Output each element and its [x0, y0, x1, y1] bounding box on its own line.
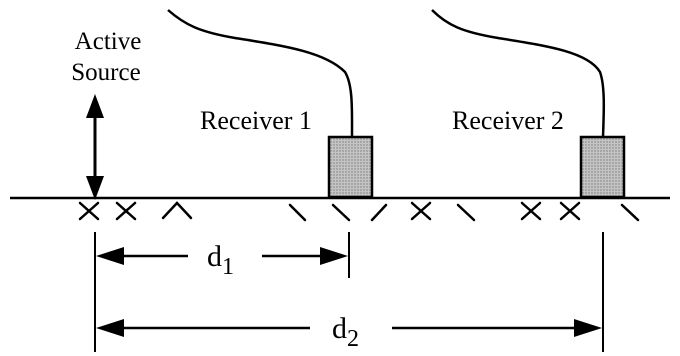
receiver-2-cable: [431, 9, 606, 138]
d1-dimension-arrow: [96, 247, 348, 265]
active-source-label-line2: Source: [71, 59, 140, 86]
d2-dimension-arrow: [96, 319, 602, 337]
receiver-2-label: Receiver 2: [452, 106, 564, 135]
source-double-arrow: [86, 94, 104, 200]
receiver-1-label: Receiver 1: [200, 106, 312, 135]
receiver-2: [431, 9, 626, 199]
receiver-1-cable: [167, 9, 354, 138]
active-source-label-line1: Active: [75, 28, 142, 55]
d2-label: d2: [332, 312, 359, 352]
receiver-1: [167, 9, 374, 199]
ground-hatching: [78, 201, 640, 222]
extension-lines: [94, 232, 604, 352]
receiver-2-box: [579, 135, 626, 199]
receiver-1-box: [327, 135, 374, 199]
d1-label: d1: [207, 240, 234, 280]
